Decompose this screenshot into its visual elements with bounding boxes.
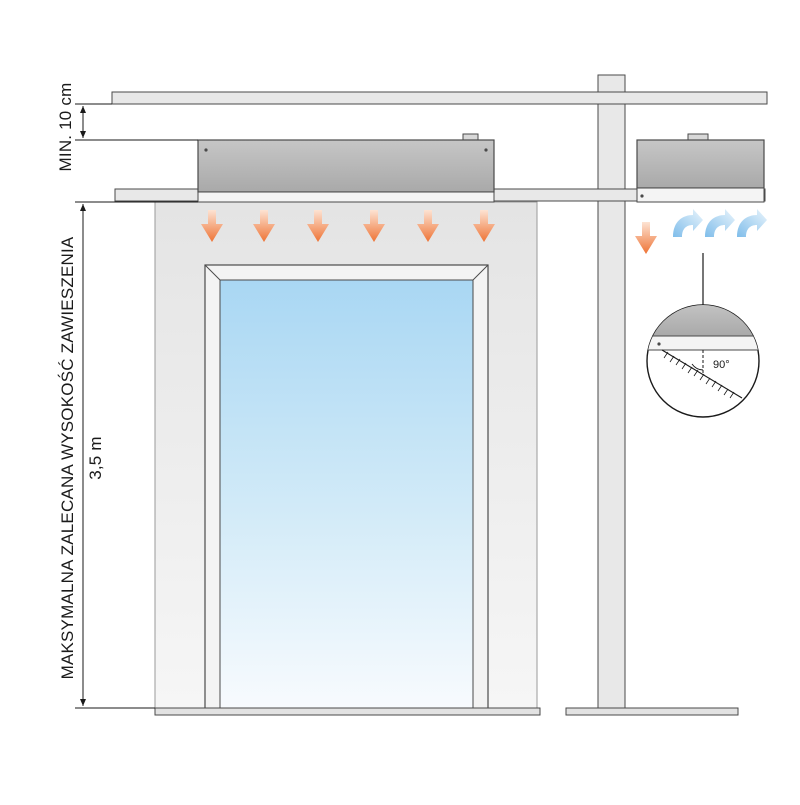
angle-label: 90°	[713, 359, 730, 371]
arrow-down-icon	[635, 222, 657, 254]
air-curtain-side	[636, 133, 765, 203]
min-gap-label: MIN. 10 cm	[56, 83, 75, 172]
max-height-caption: MAKSYMALNA ZALECANA WYSOKOŚĆ ZAWIESZENIA	[58, 236, 77, 679]
door-glass	[219, 279, 474, 711]
max-height-value: 3,5 m	[86, 436, 105, 480]
ceiling-slab-overlay	[111, 91, 768, 105]
curved-arrow-icon	[705, 209, 735, 237]
curved-arrow-icon	[737, 209, 767, 237]
dimension-min-gap: MIN. 10 cm	[56, 83, 198, 172]
air-curtain-front	[197, 133, 495, 203]
support-column	[597, 74, 626, 711]
detail-callout: 90°	[646, 253, 760, 418]
curved-arrow-icon	[673, 209, 703, 237]
dimension-max-height: MAKSYMALNA ZALECANA WYSOKOŚĆ ZAWIESZENIA…	[58, 201, 198, 709]
cold-airflow-arrows	[673, 209, 767, 237]
floor-slab-right	[565, 707, 739, 716]
floor-slab-left	[154, 707, 541, 716]
